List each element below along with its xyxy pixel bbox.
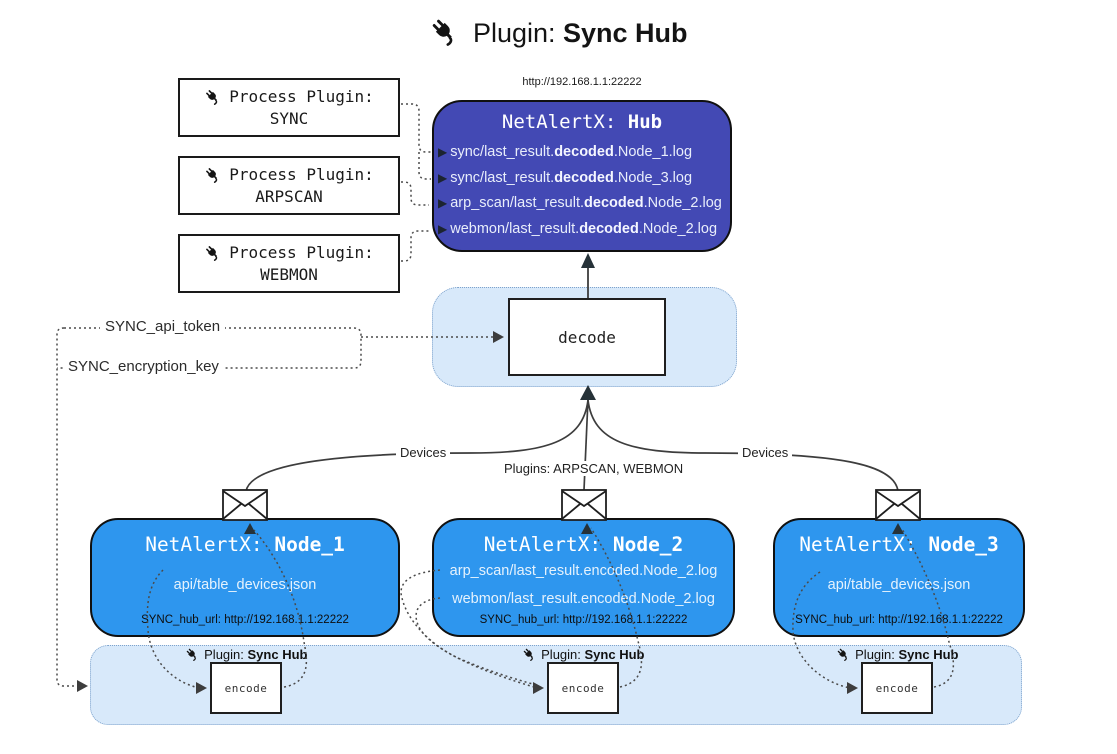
edge-decode-to-node2: [583, 398, 589, 491]
node-title: NetAlertX: Node_1: [145, 533, 345, 556]
hub-log-line: ▶arp_scan/last_result.decoded.Node_2.log: [434, 191, 730, 217]
node-hub-url: SYNC_hub_url: http://192.168.1.1:22222: [141, 614, 349, 626]
arrow-up-icon: [580, 385, 596, 400]
plug-icon: [835, 647, 850, 662]
node-box-node-3: NetAlertX: Node_3 api/table_devices.json…: [773, 518, 1025, 637]
process-plugin-name: WEBMON: [260, 264, 318, 284]
node-file-line: webmon/last_result.encoded.Node_2.log: [452, 591, 715, 607]
process-plugin-name: SYNC: [269, 108, 309, 128]
process-plugin-box-webmon: Process Plugin: WEBMON: [178, 234, 400, 293]
edge-webmon-to-hub: [396, 230, 429, 262]
process-plugin-label: Process Plugin:: [229, 242, 374, 262]
devices-label-right: Devices: [738, 445, 793, 460]
plug-icon: [429, 16, 460, 47]
envelope-icon: [875, 489, 921, 521]
arrow-right-icon: [77, 680, 88, 692]
band-plugin-label: Plugin: Sync Hub: [171, 647, 321, 662]
sync-api-token-label: SYNC_api_token: [100, 318, 226, 335]
hub-log-line: ▶webmon/last_result.decoded.Node_2.log: [434, 217, 730, 243]
band-plugin-label: Plugin: Sync Hub: [508, 647, 658, 662]
node-title: NetAlertX: Node_3: [799, 533, 999, 556]
arrow-right-icon: ▶: [438, 170, 448, 185]
decode-box: decode: [508, 298, 666, 376]
hub-title-prefix: NetAlertX:: [501, 111, 628, 133]
envelope-icon: [561, 489, 607, 521]
band-plugin-label: Plugin: Sync Hub: [822, 647, 972, 662]
page-title-prefix: Plugin:: [472, 18, 564, 48]
arrow-right-icon: ▶: [438, 145, 448, 159]
plugins-edge-label: Plugins: ARPSCAN, WEBMON: [500, 461, 683, 476]
page-title: Plugin: Sync Hub: [0, 16, 1117, 49]
hub-url-label: http://192.168.1.1:22222: [522, 76, 642, 88]
edge-arpscan-to-hub: [396, 181, 429, 206]
edge-sync-to-hub: [396, 103, 431, 180]
arrow-up-icon: [581, 253, 595, 268]
arrow-right-icon: ▶: [438, 221, 448, 236]
plug-icon: [204, 244, 222, 261]
hub-title: NetAlertX: Hub: [434, 111, 730, 133]
node-file-line: api/table_devices.json: [827, 577, 971, 593]
arrow-right-icon: ▶: [438, 196, 448, 210]
page-title-name: Sync Hub: [563, 18, 688, 48]
hub-box: NetAlertX: Hub ▶sync/last_result.decoded…: [432, 100, 732, 252]
process-plugin-box-arpscan: Process Plugin: ARPSCAN: [178, 156, 400, 215]
process-plugin-box-sync: Process Plugin: SYNC: [178, 78, 400, 137]
node-box-node-1: NetAlertX: Node_1 api/table_devices.json…: [90, 518, 400, 637]
process-plugin-label: Process Plugin:: [229, 86, 374, 106]
hub-title-name: Hub: [627, 111, 663, 133]
plug-icon: [204, 166, 222, 183]
plug-icon: [184, 647, 199, 662]
node-file-line: api/table_devices.json: [173, 577, 317, 593]
node-hub-url: SYNC_hub_url: http://192.168.1.1:22222: [795, 614, 1003, 626]
sync-encryption-key-label: SYNC_encryption_key: [63, 358, 224, 375]
process-plugin-label: Process Plugin:: [229, 164, 374, 184]
process-plugin-name: ARPSCAN: [255, 186, 323, 206]
node-box-node-2: NetAlertX: Node_2 arp_scan/last_result.e…: [432, 518, 735, 637]
encode-box: encode: [861, 662, 933, 714]
envelope-icon: [222, 489, 268, 521]
plug-icon: [521, 647, 536, 662]
plug-icon: [204, 88, 222, 105]
edge-secrets-down: [56, 327, 79, 687]
encode-box: encode: [547, 662, 619, 714]
node-hub-url: SYNC_hub_url: http://192.168.1.1:22222: [479, 614, 688, 626]
node-title: NetAlertX: Node_2: [483, 533, 684, 556]
devices-label-left: Devices: [396, 445, 451, 460]
hub-log-line: ▶sync/last_result.decoded.Node_3.log: [434, 166, 730, 192]
hub-log-line: ▶sync/last_result.decoded.Node_1.log: [434, 140, 730, 166]
node-file-line: arp_scan/last_result.encoded.Node_2.log: [449, 563, 718, 579]
encode-box: encode: [210, 662, 282, 714]
